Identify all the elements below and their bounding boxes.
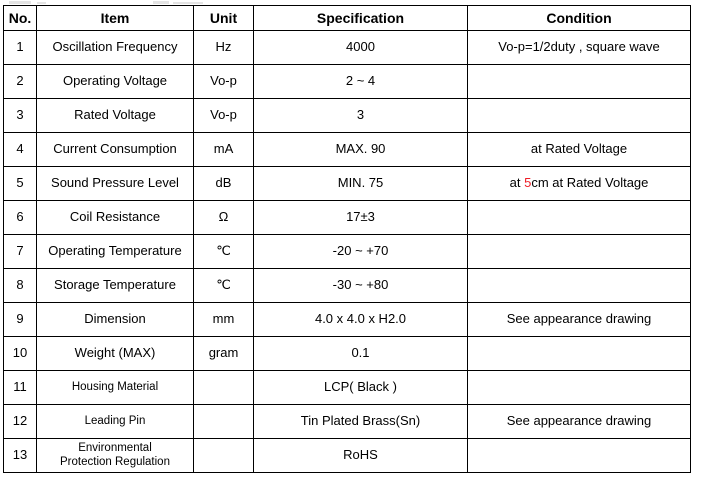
row-unit: gram [193,336,254,371]
row-unit: dB [193,166,254,201]
table-row: 1 Oscillation Frequency Hz 4000 Vo-p=1/2… [3,30,691,65]
row-number: 9 [3,302,37,337]
row-number: 11 [3,370,37,405]
row-condition [467,200,691,235]
scan-artifact [3,0,403,4]
row-unit [193,370,254,405]
row-condition: at Rated Voltage [467,132,691,167]
table-row: 4 Current Consumption mA MAX. 90 at Rate… [3,132,691,167]
table-body: 1 Oscillation Frequency Hz 4000 Vo-p=1/2… [3,30,691,473]
table-row: 9 Dimension mm 4.0 x 4.0 x H2.0 See appe… [3,302,691,337]
row-unit: Vo-p [193,64,254,99]
table-row: 10 Weight (MAX) gram 0.1 [3,336,691,371]
condition-suffix: cm at Rated Voltage [531,175,649,191]
row-number: 6 [3,200,37,235]
row-condition [467,438,691,473]
row-condition [467,98,691,133]
row-condition: at 5cm at Rated Voltage [467,166,691,201]
row-specification: Tin Plated Brass(Sn) [253,404,468,439]
table-row: 6 Coil Resistance Ω 17±3 [3,200,691,235]
row-item: Coil Resistance [36,200,194,235]
row-condition [467,64,691,99]
specification-table: No. Item Unit Specification Condition 1 … [3,5,691,473]
row-item: Current Consumption [36,132,194,167]
row-specification: LCP( Black ) [253,370,468,405]
row-item: Dimension [36,302,194,337]
row-unit: ℃ [193,234,254,269]
row-specification: -20 ~ +70 [253,234,468,269]
table-row: 8 Storage Temperature ℃ -30 ~ +80 [3,268,691,303]
row-unit: Ω [193,200,254,235]
row-condition: See appearance drawing [467,404,691,439]
row-specification: 4.0 x 4.0 x H2.0 [253,302,468,337]
row-specification: -30 ~ +80 [253,268,468,303]
condition-highlight-value: 5 [524,175,532,191]
row-condition [467,336,691,371]
row-item: Oscillation Frequency [36,30,194,65]
column-header-no: No. [3,5,37,31]
row-number: 5 [3,166,37,201]
row-specification: MAX. 90 [253,132,468,167]
table-row: 2 Operating Voltage Vo-p 2 ~ 4 [3,64,691,99]
row-specification: 0.1 [253,336,468,371]
row-item: Weight (MAX) [36,336,194,371]
row-unit [193,438,254,473]
row-condition [467,234,691,269]
row-specification: 2 ~ 4 [253,64,468,99]
row-condition [467,268,691,303]
row-number: 3 [3,98,37,133]
table-header-row: No. Item Unit Specification Condition [3,5,691,31]
row-specification: 3 [253,98,468,133]
table-row: 12 Leading Pin Tin Plated Brass(Sn) See … [3,404,691,439]
row-condition [467,370,691,405]
row-condition: Vo-p=1/2duty , square wave [467,30,691,65]
row-number: 7 [3,234,37,269]
row-item-line-2: Protection Regulation [60,455,170,468]
row-unit: mm [193,302,254,337]
row-specification: MIN. 75 [253,166,468,201]
row-item: Operating Temperature [36,234,194,269]
table-row: 5 Sound Pressure Level dB MIN. 75 at 5cm… [3,166,691,201]
table-row: 3 Rated Voltage Vo-p 3 [3,98,691,133]
column-header-item: Item [36,5,194,31]
table-row: 7 Operating Temperature ℃ -20 ~ +70 [3,234,691,269]
row-unit: mA [193,132,254,167]
row-unit: Hz [193,30,254,65]
row-item: Housing Material [36,370,194,405]
row-item: Sound Pressure Level [36,166,194,201]
row-number: 1 [3,30,37,65]
row-number: 2 [3,64,37,99]
column-header-condition: Condition [467,5,691,31]
row-number: 12 [3,404,37,439]
row-item: Operating Voltage [36,64,194,99]
row-number: 8 [3,268,37,303]
row-number: 4 [3,132,37,167]
row-unit [193,404,254,439]
row-item: Rated Voltage [36,98,194,133]
row-item: Storage Temperature [36,268,194,303]
row-condition: See appearance drawing [467,302,691,337]
row-unit: ℃ [193,268,254,303]
row-specification: 4000 [253,30,468,65]
row-specification: 17±3 [253,200,468,235]
row-number: 13 [3,438,37,473]
row-specification: RoHS [253,438,468,473]
row-number: 10 [3,336,37,371]
table-header: No. Item Unit Specification Condition [3,5,691,31]
column-header-unit: Unit [193,5,254,31]
row-unit: Vo-p [193,98,254,133]
row-item: Leading Pin [36,404,194,439]
column-header-specification: Specification [253,5,468,31]
row-item-line-1: Environmental [78,441,152,454]
table-row: 11 Housing Material LCP( Black ) [3,370,691,405]
condition-prefix: at [509,175,525,191]
